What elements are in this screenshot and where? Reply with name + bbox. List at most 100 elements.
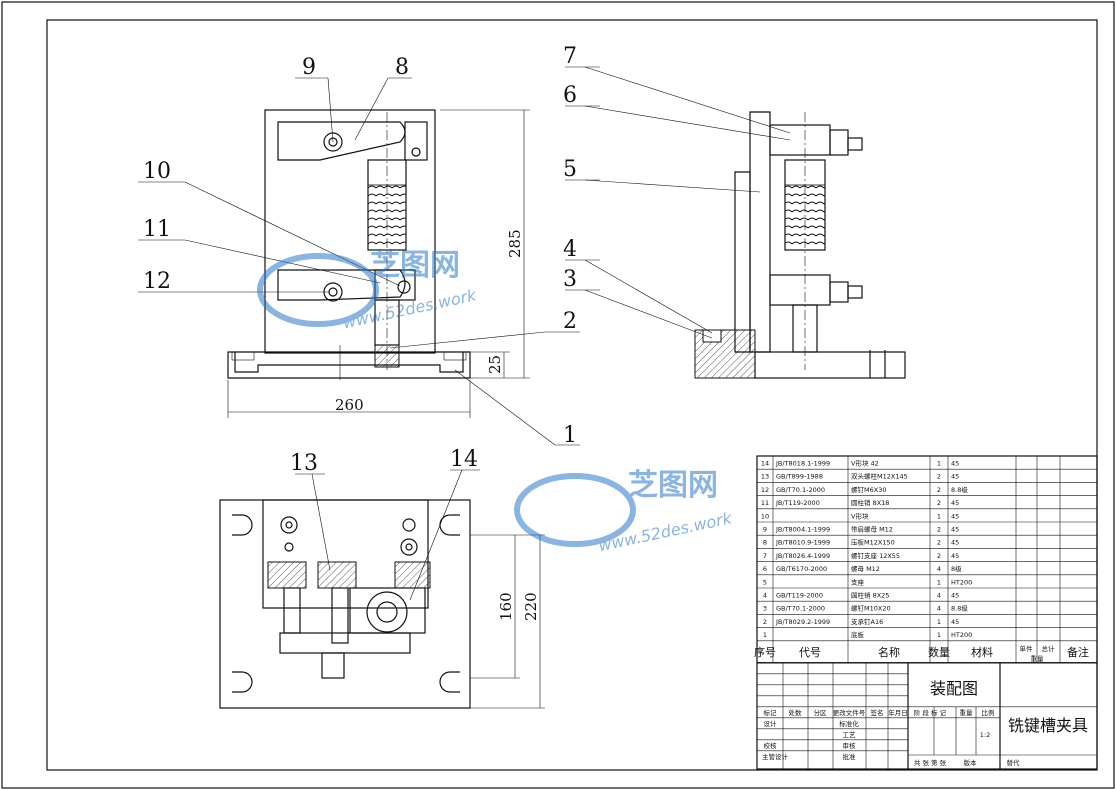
bom-qty: 2 <box>937 552 941 560</box>
bom-material: 45 <box>951 499 959 507</box>
part-label-11: 11 <box>143 217 171 242</box>
dim-depth-160: 160 <box>497 592 515 621</box>
bom-name: V形块 <box>851 511 869 520</box>
bom-material: 45 <box>951 618 959 626</box>
bom-name: 支承钉A16 <box>851 617 883 626</box>
bom-qty: 1 <box>937 512 941 520</box>
drawing-type: 装配图 <box>930 679 978 698</box>
bom-code: JB/T8026.4-1999 <box>775 552 830 560</box>
drawing-title: 铣键槽夹具 <box>1008 716 1088 735</box>
bom-name: 底板 <box>851 630 865 639</box>
part-label-8: 8 <box>395 55 409 80</box>
part-label-5: 5 <box>563 157 577 182</box>
bom-no: 12 <box>761 486 769 494</box>
bom-no: 11 <box>761 499 769 507</box>
bom-name: 带肩螺母 M12 <box>851 525 893 534</box>
bom-name: 螺钉M6X30 <box>851 485 886 494</box>
part-label-2: 2 <box>563 309 577 334</box>
review-label: 审核 <box>843 741 857 750</box>
bom-name: 螺母 M12 <box>851 564 880 573</box>
bom-name: 压板M12X150 <box>851 538 895 547</box>
part-label-14: 14 <box>450 447 478 472</box>
dim-height-25: 25 <box>486 355 504 374</box>
bom-name: V形块 42 <box>851 459 879 468</box>
bom-header-total: 总计 <box>1042 644 1056 653</box>
bom-material: 45 <box>951 526 959 534</box>
check-label: 校核 <box>764 741 778 750</box>
bom-no: 13 <box>761 473 769 481</box>
bom-material: 45 <box>951 473 959 481</box>
bom-header-unit: 单件 <box>1020 644 1034 653</box>
bom-header-code: 代号 <box>799 646 821 659</box>
bom-header-name: 名称 <box>878 645 900 659</box>
watermark-top: 芝图网 www.52des.work <box>257 248 479 332</box>
bom-qty: 2 <box>937 499 941 507</box>
revision-label: 标记 <box>764 708 778 717</box>
part-label-13: 13 <box>290 451 318 476</box>
bom-qty: 4 <box>937 565 941 573</box>
inner-border <box>46 19 1098 771</box>
bom-code: JB/T8029.2-1999 <box>775 618 830 626</box>
bom-material: 45 <box>951 512 959 520</box>
bom-no: 1 <box>763 631 767 639</box>
bom-code: GB/T70.1-2000 <box>776 486 825 494</box>
svg-text:www.52des.work: www.52des.work <box>597 508 735 555</box>
svg-text:芝图网: 芝图网 <box>370 248 460 283</box>
part-label-10: 10 <box>143 159 171 184</box>
part-label-12: 12 <box>143 269 171 294</box>
ratio-label: 比例 <box>982 708 995 717</box>
revision-label: 年月日 <box>888 708 908 717</box>
bom-no: 2 <box>763 618 767 626</box>
weight-label: 重量 <box>960 709 974 717</box>
process-label: 工艺 <box>843 731 857 739</box>
bom-name: 圆柱销 8X25 <box>851 591 889 600</box>
bom-material: 8级 <box>951 564 962 573</box>
part-label-6: 6 <box>563 83 577 108</box>
bom-no: 4 <box>763 592 767 600</box>
bom-qty: 2 <box>937 539 941 547</box>
bom-header-no: 序号 <box>754 645 776 659</box>
bom-code: JB/T119-2000 <box>775 499 820 507</box>
bom-header-material: 材料 <box>971 645 993 659</box>
part-label-7: 7 <box>563 44 577 69</box>
bom-code: GB/T119-2000 <box>776 592 823 600</box>
version-label: 版本 <box>964 758 978 767</box>
bom-no: 7 <box>763 552 767 560</box>
svg-text:www.52des.work: www.52des.work <box>341 285 479 332</box>
bom-no: 10 <box>761 512 769 520</box>
part-label-3: 3 <box>563 267 577 292</box>
bom-qty: 1 <box>937 578 941 586</box>
bom-no: 6 <box>763 565 767 573</box>
bom-material: 8.8级 <box>951 485 968 494</box>
side-view <box>694 111 906 379</box>
bom-name: 双头螺柱M12X145 <box>851 472 908 481</box>
part-label-4: 4 <box>563 237 577 262</box>
bom-code: GB/T70.1-2000 <box>776 605 825 613</box>
bom-name: 圆柱销 8X18 <box>851 498 889 507</box>
revision-label: 更改文件号 <box>833 708 866 717</box>
part-label-9: 9 <box>302 55 316 80</box>
revision-label: 分区 <box>814 708 828 717</box>
bom-material: 45 <box>951 460 959 468</box>
bom-qty: 1 <box>937 460 941 468</box>
plan-view <box>219 499 545 709</box>
part-label-1: 1 <box>563 423 577 448</box>
bom-header-remark: 备注 <box>1067 645 1089 659</box>
bom-material: 45 <box>951 592 959 600</box>
bom-no: 3 <box>763 605 767 613</box>
bom-code: GB/T6170-2000 <box>776 565 827 573</box>
bom-code: JB/T8010.9-1999 <box>775 539 830 547</box>
bom-code: JB/T8004.1-1999 <box>775 526 830 534</box>
bom-no: 5 <box>763 578 767 586</box>
revision-label: 处数 <box>789 708 803 717</box>
bom-material: HT200 <box>951 631 972 639</box>
bom-material: 8.8级 <box>951 604 968 613</box>
bom-material: HT200 <box>951 578 972 586</box>
stage-label: 阶 段 标 记 <box>914 708 947 717</box>
standard-label: 标准化 <box>839 719 859 728</box>
bom-qty: 1 <box>937 618 941 626</box>
dim-height-285: 285 <box>506 229 524 258</box>
